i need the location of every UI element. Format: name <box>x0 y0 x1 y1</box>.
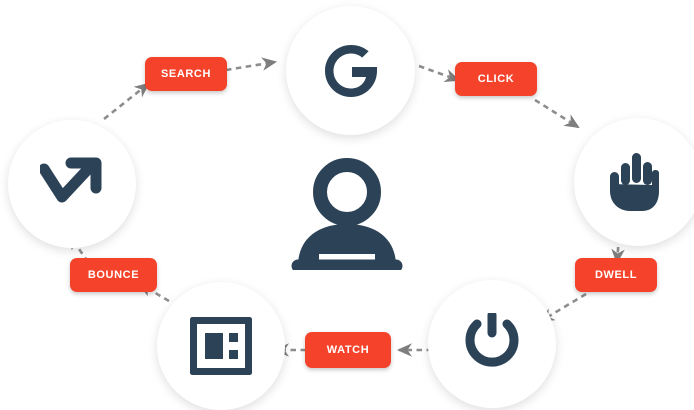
node-return-bounce-arrow[interactable] <box>8 120 136 248</box>
label-bounce-text: BOUNCE <box>87 268 140 281</box>
label-pill-search[interactable]: SEARCH <box>145 57 227 91</box>
arrow-search-to-click <box>225 57 278 72</box>
node-dwell-hand[interactable] <box>574 118 694 246</box>
label-click-text: CLICK <box>477 72 515 85</box>
center-user-figure <box>281 148 413 280</box>
google-g-icon <box>319 39 383 103</box>
bounce-arrow-icon <box>40 155 104 213</box>
node-watch-power[interactable] <box>428 280 556 408</box>
node-search-google[interactable] <box>286 6 415 135</box>
label-search-text: SEARCH <box>160 67 212 80</box>
arrow-click-to-dwell <box>534 98 580 129</box>
label-pill-click[interactable]: CLICK <box>455 62 537 96</box>
node-bounce-layout[interactable] <box>157 282 285 410</box>
hand-pointer-icon <box>609 151 667 213</box>
arrow-top-to-click <box>418 64 460 82</box>
user-person-icon <box>291 154 403 275</box>
layout-page-icon <box>190 317 252 375</box>
arrow-return-to-search <box>103 82 150 121</box>
label-pill-bounce[interactable]: BOUNCE <box>70 258 157 292</box>
label-watch-text: WATCH <box>326 343 370 356</box>
label-pill-watch[interactable]: WATCH <box>305 332 391 368</box>
label-pill-dwell[interactable]: DWELL <box>575 258 657 292</box>
arrow-bounce-to-return <box>68 234 90 263</box>
label-dwell-text: DWELL <box>594 268 638 281</box>
power-button-icon <box>463 313 521 375</box>
